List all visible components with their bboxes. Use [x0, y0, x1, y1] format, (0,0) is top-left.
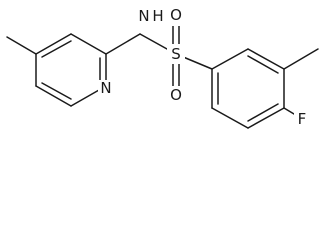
bonds — [6, 19, 319, 129]
bond-methyl-left — [6, 36, 37, 55]
atom-o-bottom: O — [170, 86, 182, 104]
bond-py-c3-c2 — [70, 33, 107, 55]
molecule-structure: N H S O O N F — [6, 6, 319, 129]
bond-bz-c2-c3 — [247, 48, 285, 70]
bond-bz-c2-c3-inner — [247, 55, 279, 74]
bond-py-c6-c5-inner — [41, 82, 72, 100]
bond-bz-c4-c5 — [247, 107, 285, 129]
atom-s: S — [171, 45, 181, 63]
atom-h: H — [152, 7, 163, 25]
atom-nh: N — [138, 7, 149, 25]
atom-f: F — [298, 110, 307, 128]
bond-methyl-right — [283, 48, 319, 70]
atom-n-ring: N — [100, 79, 111, 97]
bond-py-c6-c5 — [35, 85, 72, 107]
bond-c2-nh — [105, 33, 141, 55]
atom-o-top: O — [170, 6, 182, 24]
bond-py-c4-c3 — [35, 33, 72, 55]
bond-bz-c1-c2 — [211, 48, 249, 70]
bond-py-c3-c4-inner — [41, 40, 72, 58]
bond-bz-c4-c5-inner — [247, 103, 279, 122]
bond-bz-c5-c6 — [211, 107, 249, 129]
atom-labels: N H S O O N F — [98, 6, 310, 128]
